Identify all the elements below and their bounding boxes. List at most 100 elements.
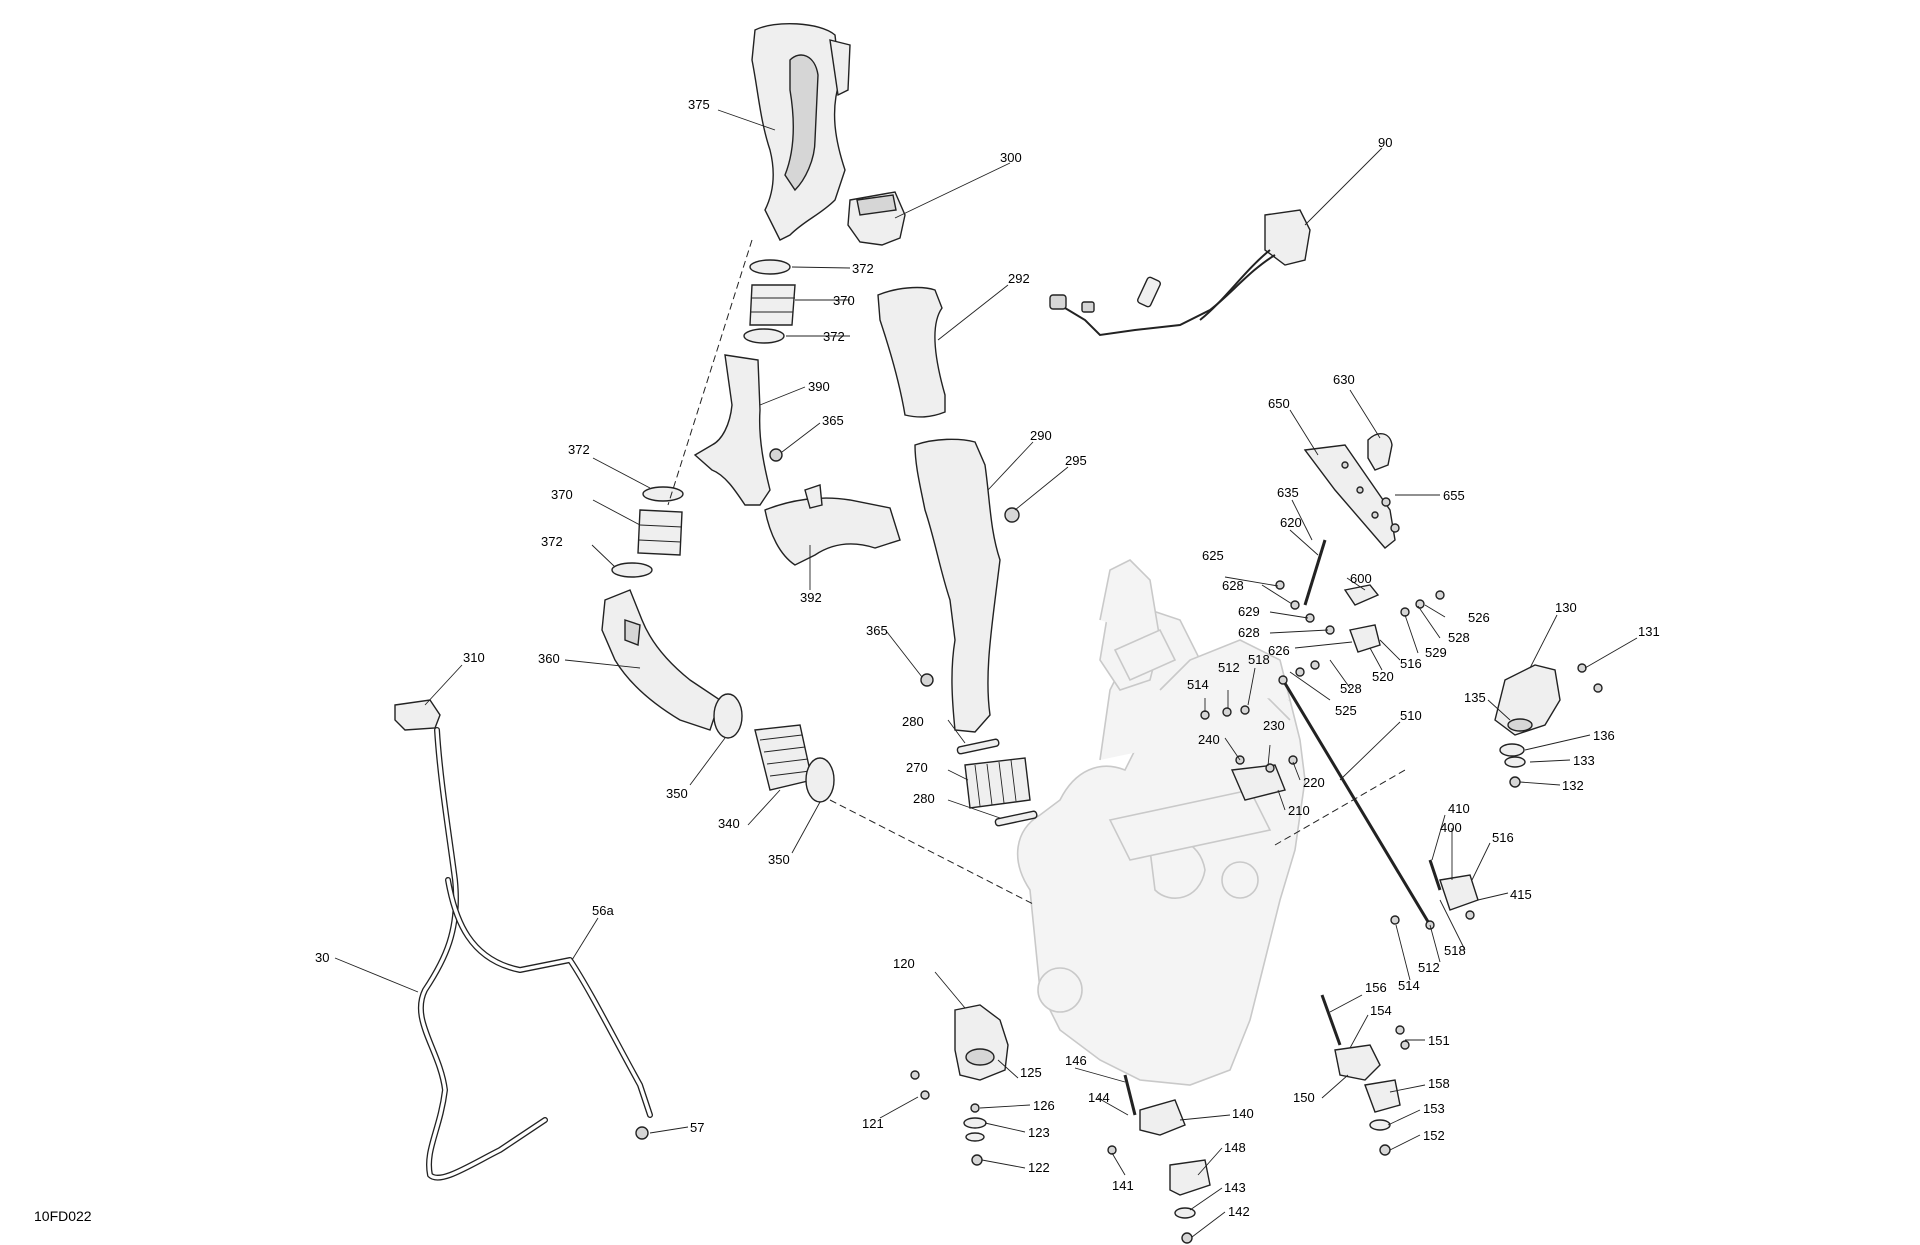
callout-136: 136 [1593,728,1615,743]
sensor-310 [394,699,441,731]
callout-410: 410 [1448,801,1470,816]
lever-600 [1343,584,1380,606]
callout-280-b: 280 [913,791,935,806]
callout-372-c: 372 [568,442,590,457]
callout-415: 415 [1510,887,1532,902]
callout-leader-lines [334,109,1638,1238]
duct-290 [914,438,1001,733]
fasteners-512-518 [1200,705,1250,720]
callout-230: 230 [1263,718,1285,733]
callout-142: 142 [1228,1204,1250,1219]
callout-525: 525 [1335,703,1357,718]
shift-rod-510 [1278,675,1435,930]
callout-528-a: 528 [1448,630,1470,645]
pedal-rod-620 [1303,539,1327,606]
callout-390: 390 [808,379,830,394]
figure-code: 10FD022 [34,1208,92,1224]
screw-655 [1381,497,1400,533]
pedal-pad-630 [1367,433,1393,471]
callout-510: 510 [1400,708,1422,723]
bellows-340 [754,724,813,791]
callout-121: 121 [862,1116,884,1131]
callout-146: 146 [1065,1053,1087,1068]
callout-132: 132 [1562,778,1584,793]
grommet-365-lower [920,673,934,687]
callout-512-a: 512 [1218,660,1240,675]
callout-123: 123 [1028,1125,1050,1140]
callout-90: 90 [1378,135,1392,150]
callout-144: 144 [1088,1090,1110,1105]
callout-392: 392 [800,590,822,605]
vent-hose-30 [417,727,548,1181]
callout-629: 629 [1238,604,1260,619]
clamp-372-lower-a [642,486,684,502]
callout-514-b: 514 [1398,978,1420,993]
callout-526: 526 [1468,610,1490,625]
air-intake-duct-375 [751,22,851,241]
callout-372-b: 372 [823,329,845,344]
assembly-dashed-lines [667,239,1406,906]
callout-628-a: 628 [1222,578,1244,593]
callout-300: 300 [1000,150,1022,165]
callout-365-a: 365 [822,413,844,428]
callout-125: 125 [1020,1065,1042,1080]
engine-block [1016,559,1306,1086]
callout-370-a: 370 [833,293,855,308]
callout-520: 520 [1372,669,1394,684]
callout-290: 290 [1030,428,1052,443]
callout-512-b: 512 [1418,960,1440,975]
callout-280-a: 280 [902,714,924,729]
callout-143: 143 [1224,1180,1246,1195]
callout-528-b: 528 [1340,681,1362,696]
callout-370-b: 370 [551,487,573,502]
coupler-370-upper [749,284,796,326]
callout-628-b: 628 [1238,625,1260,640]
callout-30: 30 [315,950,329,965]
callout-130: 130 [1555,600,1577,615]
mount-hardware-132-136 [1499,743,1526,788]
callout-655: 655 [1443,488,1465,503]
callout-600: 600 [1350,571,1372,586]
callout-151: 151 [1428,1033,1450,1048]
callout-350-a: 350 [666,786,688,801]
callout-150: 150 [1293,1090,1315,1105]
callout-650: 650 [1268,396,1290,411]
callout-340: 340 [718,816,740,831]
clamp-372-lower-b [611,562,653,578]
intake-hose-360 [601,589,721,731]
callout-131: 131 [1638,624,1660,639]
clamp-372-mid [743,328,785,344]
callout-372-a: 372 [852,261,874,276]
callout-625: 625 [1202,548,1224,563]
seal-280-lower [994,810,1038,827]
callout-365-b: 365 [866,623,888,638]
callout-360: 360 [538,651,560,666]
callout-153: 153 [1423,1101,1445,1116]
callout-240: 240 [1198,732,1220,747]
callout-518-b: 518 [1444,943,1466,958]
clamp-372-upper [749,259,791,275]
callout-350-b: 350 [768,852,790,867]
vent-hose-56a [445,877,653,1118]
engine-mount-120 [910,1004,1009,1166]
pedal-bracket-650 [1303,444,1396,549]
intake-tube-392 [764,484,901,566]
callout-516-b: 516 [1492,830,1514,845]
callout-220: 220 [1303,775,1325,790]
grommet-365-upper [769,448,783,462]
callout-135: 135 [1464,690,1486,705]
wiring-harness-90 [1049,209,1311,337]
callout-630: 630 [1333,372,1355,387]
callout-375: 375 [688,97,710,112]
callout-400: 400 [1440,820,1462,835]
air-filter-300 [847,191,906,246]
callout-295: 295 [1065,453,1087,468]
callout-56a: 56a [592,903,614,918]
callout-148: 148 [1224,1140,1246,1155]
callout-270: 270 [906,760,928,775]
callout-140: 140 [1232,1106,1254,1121]
engine-mount-130 [1494,663,1603,736]
callout-516-a: 516 [1400,656,1422,671]
callout-120: 120 [893,956,915,971]
callout-158: 158 [1428,1076,1450,1091]
